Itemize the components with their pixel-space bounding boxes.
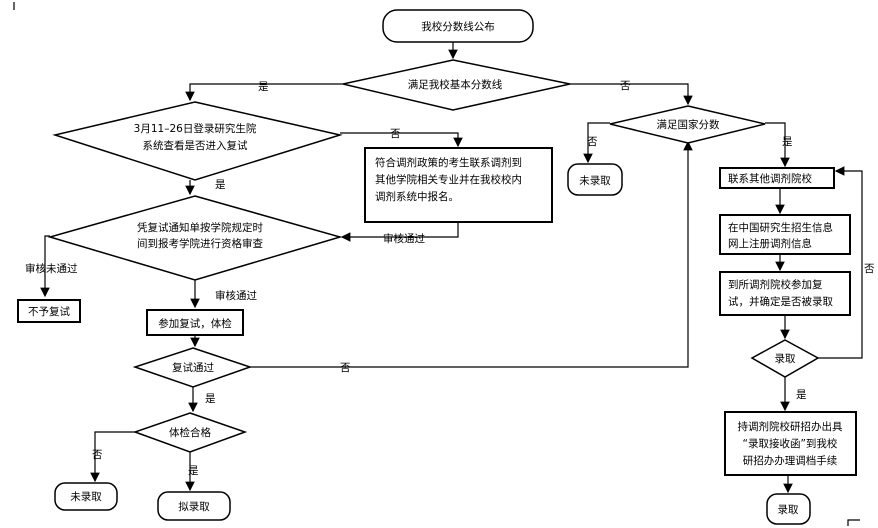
rejected-left-text: 未录取 (70, 491, 102, 503)
decision-school-line (342, 59, 571, 111)
contact-other-box (719, 167, 835, 189)
contact-other-text: 联系其他调剂院校 (728, 172, 812, 185)
label-yes: 是 (188, 465, 199, 477)
final-box-line: 研招办办理调档手续 (743, 454, 838, 467)
decision-qualification-text-2: 间到报考学院进行资格审查 (137, 237, 263, 250)
attend-other-line: 到所调剂院校参加复 (728, 278, 823, 291)
rejected-left-node (54, 482, 118, 511)
attend-other-box (719, 271, 851, 316)
decision-national-text: 满足国家分数 (657, 118, 720, 131)
register-info-box (719, 214, 851, 255)
label-yes: 是 (215, 179, 226, 191)
final-box-line: 持调剂院校研招办出具 (738, 420, 843, 433)
decision-admitted (750, 339, 820, 378)
decision-admitted-text: 录取 (775, 353, 796, 365)
admitted-node (766, 493, 811, 525)
label-review-failed: 审核未通过 (25, 262, 78, 275)
decision-retest (52, 101, 343, 181)
start-node (382, 9, 534, 43)
adjust-box-line: 其他学院相关专业并在我校校内 (375, 173, 522, 186)
decision-health-text: 体检合格 (169, 426, 211, 439)
adjust-policy-box (364, 147, 553, 223)
decision-retest-pass-text: 复试通过 (172, 361, 214, 374)
final-procedure-box (724, 411, 857, 476)
label-yes: 是 (796, 389, 807, 401)
label-no: 否 (620, 80, 631, 92)
rejected-right-text: 未录取 (579, 175, 611, 187)
no-retest-box (17, 299, 81, 323)
label-yes: 是 (782, 136, 793, 148)
proposed-admit-node (157, 491, 231, 521)
decision-school-line-text: 满足我校基本分数线 (408, 78, 503, 91)
decision-qualification-text-1: 凭复试通知单按学院规定时 (137, 221, 263, 234)
attend-retest-box (146, 309, 244, 336)
attend-retest-text: 参加复试，体检 (158, 317, 232, 330)
corner-mark (847, 519, 860, 526)
label-no: 否 (587, 136, 598, 148)
label-review-passed: 审核通过 (215, 289, 257, 302)
admitted-text: 录取 (778, 504, 799, 516)
decision-retest-text-1: 3月11–26日登录研究生院 (134, 122, 257, 135)
label-no: 否 (864, 263, 875, 275)
register-info-line: 在中国研究生招生信息 (728, 221, 833, 234)
attend-other-line: 试，并确定是否被录取 (728, 295, 833, 308)
final-box-line: “录取接收函”到我校 (743, 437, 838, 450)
decision-national (609, 105, 766, 144)
label-no: 否 (92, 449, 103, 461)
rejected-right-node (567, 163, 623, 196)
proposed-admit-text: 拟录取 (178, 500, 210, 513)
decision-health (132, 412, 248, 453)
label-review-passed: 审核通过 (383, 232, 425, 245)
label-yes: 是 (258, 81, 269, 93)
label-no: 否 (340, 362, 351, 374)
adjust-box-line: 符合调剂政策的考生联系调剂到 (375, 156, 522, 169)
no-retest-text: 不予复试 (28, 305, 70, 318)
start-text: 我校分数线公布 (421, 20, 495, 33)
adjust-box-line: 调剂系统中报名。 (375, 190, 459, 203)
decision-retest-text-2: 系统查看是否进入复试 (143, 139, 248, 152)
label-no: 否 (390, 128, 401, 140)
label-yes: 是 (205, 393, 216, 405)
decision-retest-pass (132, 347, 253, 388)
register-info-line: 网上注册调剂信息 (728, 237, 812, 250)
edge-labels: 是 否 否 审核通过 是 审核未通过 审核通过 否 是 否 是 否 是 否 是 (25, 80, 875, 477)
connectors (40, 42, 863, 494)
decision-qualification (47, 195, 343, 281)
